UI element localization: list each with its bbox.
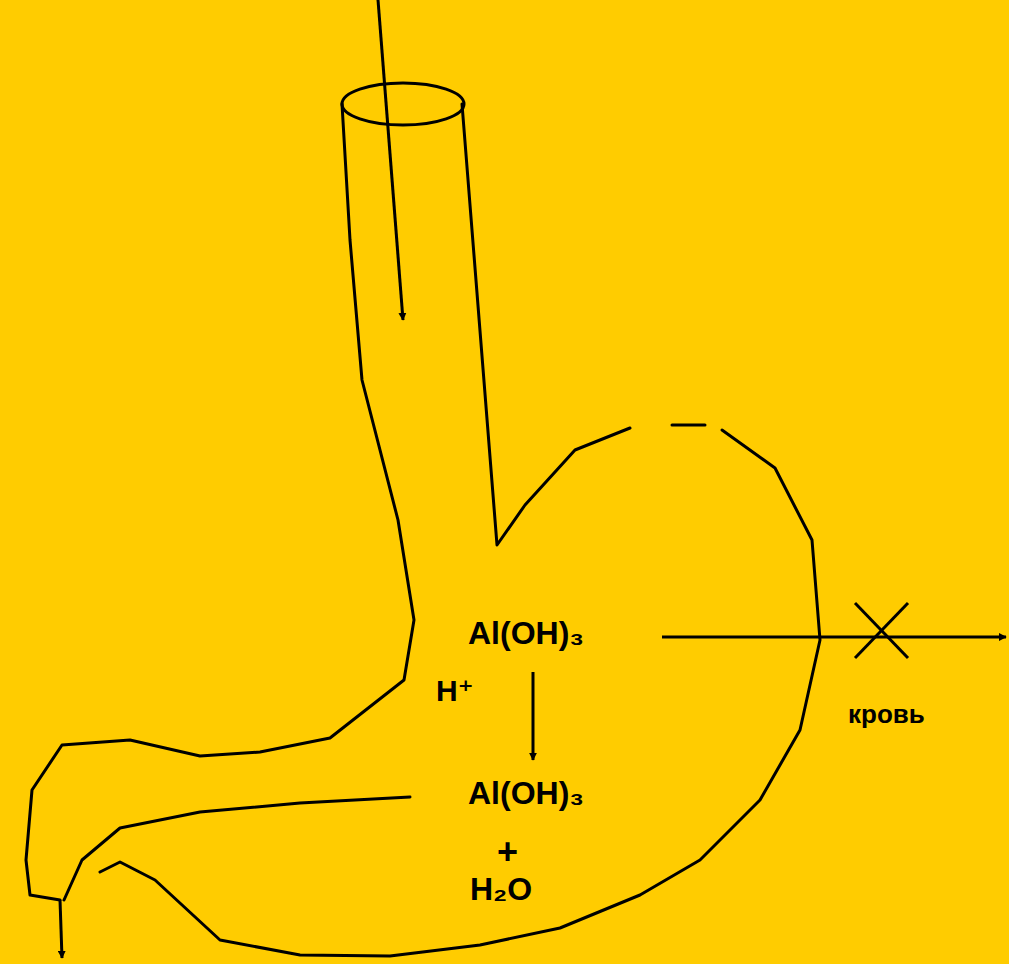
compound-label: H₂O xyxy=(470,872,532,907)
organ-label: кровь xyxy=(848,700,925,729)
food-arrow xyxy=(378,0,403,320)
esophagus-opening xyxy=(342,83,464,125)
compound-label: Al(OH)₃ xyxy=(468,616,584,651)
cross-mark xyxy=(855,603,908,658)
reaction-arrow xyxy=(532,672,535,760)
stomach-outline-top xyxy=(462,104,630,545)
duodenum-inner xyxy=(64,797,410,900)
stomach-outline-bottom xyxy=(100,430,820,956)
plus-sign: + xyxy=(497,832,518,872)
cross-mark xyxy=(855,603,908,658)
blood-arrow xyxy=(662,636,1006,639)
stomach-outline-left xyxy=(26,104,414,900)
exit-arrow xyxy=(60,900,62,958)
compound-label: Al(OH)₃ xyxy=(468,776,584,811)
ion-label: H⁺ xyxy=(436,674,474,707)
stomach-outline-dash xyxy=(672,424,705,427)
